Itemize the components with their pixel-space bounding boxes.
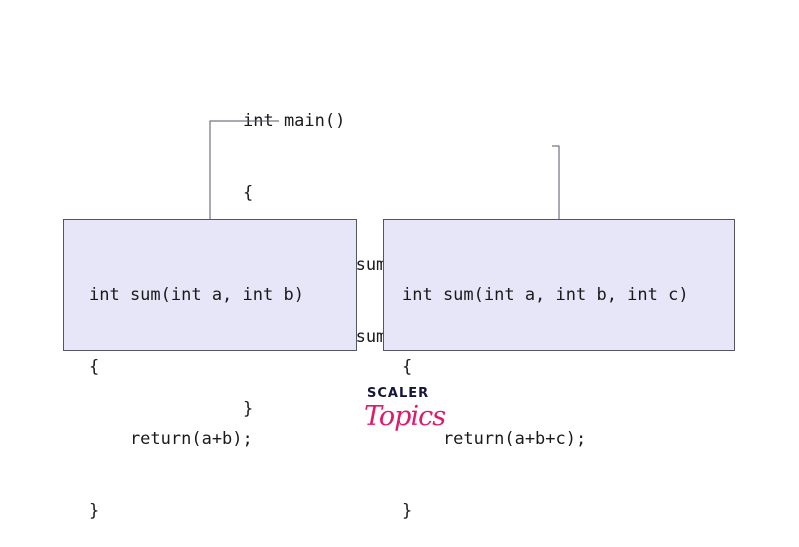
code-line: } bbox=[402, 501, 413, 521]
code-line: } bbox=[89, 501, 100, 521]
code-line: int sum(int a, int b, int c) bbox=[402, 285, 689, 305]
code-line: return(a+b); bbox=[89, 429, 253, 449]
connector-sum1-to-left-box bbox=[209, 120, 279, 219]
code-line: { bbox=[89, 357, 100, 377]
code-line: int sum(int a, int b) bbox=[89, 285, 304, 305]
two-arg-sum-function-box: int sum(int a, int b) { return(a+b); } bbox=[63, 219, 357, 521]
three-arg-sum-function-box: int sum(int a, int b, int c) { return(a+… bbox=[383, 219, 735, 521]
code-line: { bbox=[243, 183, 254, 203]
connector-lines bbox=[209, 120, 560, 219]
logo-wordmark-top: SCALER bbox=[367, 386, 430, 401]
connector-sum2-to-right-box bbox=[552, 145, 560, 219]
scaler-topics-logo: SCALER Topics bbox=[364, 386, 446, 446]
logo-wordmark-bottom: Topics bbox=[364, 401, 446, 432]
code-line: return(a+b+c); bbox=[402, 429, 587, 449]
code-line: { bbox=[402, 357, 413, 377]
code-line: } bbox=[243, 399, 254, 419]
